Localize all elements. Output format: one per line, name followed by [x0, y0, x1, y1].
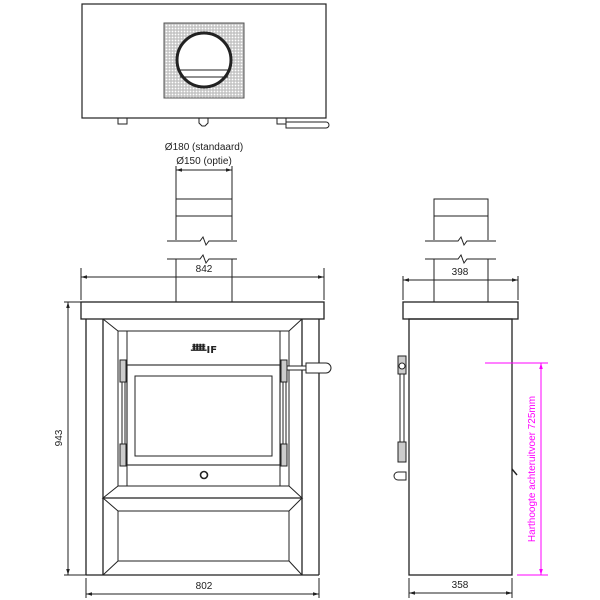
front-view: [64, 166, 332, 598]
rear-outlet-height-label: Harthoogte achteruitvoer 725mm: [527, 396, 538, 542]
foot: [276, 118, 287, 125]
door-glass: [134, 375, 273, 457]
handle-top-icon: [285, 121, 330, 129]
total-height-label: 943: [54, 429, 65, 446]
brand-logo: ᚙIF: [190, 343, 217, 356]
top-plate: [80, 301, 325, 320]
side-body: [408, 318, 513, 576]
break-line: [425, 253, 496, 265]
flue-standard-label: Ø180 (standaard): [165, 142, 243, 153]
top-view: [81, 3, 330, 129]
side-view: [393, 198, 519, 598]
flue-collar-icon: [175, 31, 233, 89]
door-handle-icon[interactable]: [305, 362, 332, 374]
break-line: [425, 235, 496, 247]
flue-option-label: Ø150 (optie): [176, 156, 232, 167]
foot: [117, 118, 128, 125]
rear-outlet-dimension: [485, 362, 548, 576]
hinge: [119, 443, 127, 467]
side-base-depth-label: 358: [452, 580, 469, 591]
front-base-width-label: 802: [196, 581, 213, 592]
side-top-depth-label: 398: [452, 267, 469, 278]
break-line: [167, 253, 237, 265]
hinge: [280, 443, 288, 467]
hinge: [280, 359, 288, 383]
ash-compartment: [117, 510, 290, 562]
side-knob: [393, 471, 407, 481]
stove-door[interactable]: [126, 364, 281, 466]
foot: [198, 118, 209, 127]
flue-collar: [175, 198, 233, 217]
top-view-outline: [81, 3, 327, 119]
air-control-knob-icon[interactable]: [199, 470, 209, 480]
hinge: [119, 359, 127, 383]
front-top-width-label: 842: [196, 264, 213, 275]
break-line: [167, 235, 237, 247]
hinge: [397, 441, 407, 463]
